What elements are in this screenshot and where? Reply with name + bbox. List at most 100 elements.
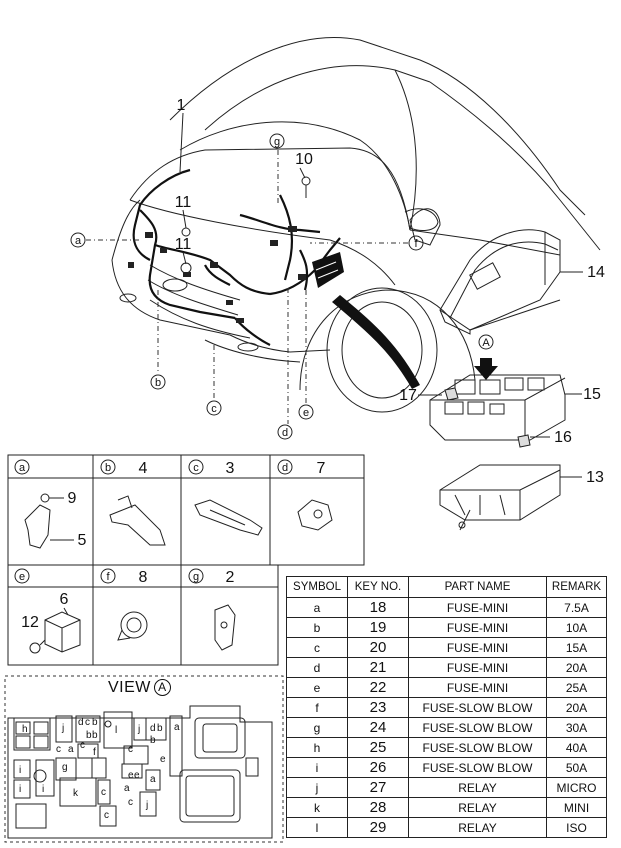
harness-connectors: [128, 226, 306, 323]
svg-text:5: 5: [78, 532, 87, 549]
svg-text:a: a: [174, 722, 180, 733]
remark-cell: MICRO: [546, 777, 607, 798]
callout-11b: 11: [175, 236, 192, 253]
key-no-cell: 22: [347, 677, 409, 698]
pointer-arrow: [332, 295, 420, 389]
symbol-cell: g: [286, 717, 348, 738]
view-a-circle: A: [153, 679, 171, 696]
key-no-cell: 26: [347, 757, 409, 778]
svg-text:i: i: [42, 784, 44, 795]
svg-text:a: a: [19, 462, 26, 474]
svg-text:c: c: [128, 797, 133, 808]
symbol-cell: l: [286, 817, 348, 838]
key-no-cell: 18: [347, 597, 409, 618]
svg-text:i: i: [19, 765, 21, 776]
svg-text:A: A: [482, 337, 490, 349]
part-name-cell: RELAY: [408, 797, 547, 818]
svg-text:g: g: [193, 571, 199, 583]
remark-cell: 25A: [546, 677, 607, 698]
remark-cell: 15A: [546, 637, 607, 658]
svg-text:4: 4: [139, 460, 148, 477]
svg-text:c: c: [211, 403, 217, 415]
key-no-cell: 28: [347, 797, 409, 818]
remark-cell: 7.5A: [546, 597, 607, 618]
part-name-cell: RELAY: [408, 777, 547, 798]
svg-text:k: k: [73, 788, 79, 799]
key-no-cell: 25: [347, 737, 409, 758]
remark-cell: 20A: [546, 657, 607, 678]
symbol-cell: i: [286, 757, 348, 778]
svg-text:j: j: [137, 724, 140, 735]
remark-cell: 40A: [546, 737, 607, 758]
svg-text:a: a: [124, 783, 130, 794]
part-name-cell: FUSE-MINI: [408, 677, 547, 698]
parts-table-header: SYMBOL KEY NO. PART NAME REMARK: [286, 576, 607, 598]
symbol-cell: d: [286, 657, 348, 678]
key-no-cell: 24: [347, 717, 409, 738]
remark-cell: ISO: [546, 817, 607, 838]
svg-text:e: e: [128, 770, 134, 781]
svg-text:d: d: [78, 717, 84, 728]
fuse-box-body: [429, 374, 582, 441]
callout-16: 16: [554, 429, 572, 446]
svg-text:f: f: [106, 571, 110, 583]
svg-text:c: c: [128, 744, 133, 755]
svg-text:c: c: [101, 787, 106, 798]
svg-text:l: l: [115, 725, 117, 736]
symbol-cell: f: [286, 697, 348, 718]
key-no-cell: 19: [347, 617, 409, 638]
svg-text:e: e: [134, 770, 140, 781]
leader-lines: [86, 112, 408, 424]
svg-text:d: d: [150, 723, 156, 734]
svg-text:c: c: [85, 717, 90, 728]
symbol-cell: b: [286, 617, 348, 638]
svg-text:i: i: [19, 784, 21, 795]
callout-10: 10: [295, 151, 313, 168]
key-no-cell: 21: [347, 657, 409, 678]
part-name-cell: FUSE-MINI: [408, 617, 547, 638]
fuse-box-tray: [439, 464, 582, 531]
callout-1: 1: [177, 97, 186, 114]
svg-text:a: a: [75, 235, 82, 247]
part-name-cell: FUSE-MINI: [408, 597, 547, 618]
clip-icons: [418, 387, 550, 448]
svg-text:b: b: [86, 730, 92, 741]
view-a-frame: [4, 675, 284, 843]
remark-cell: 10A: [546, 617, 607, 638]
symbol-cell: c: [286, 637, 348, 658]
svg-text:j: j: [145, 800, 148, 811]
svg-text:a: a: [68, 744, 74, 755]
part-name-cell: FUSE-MINI: [408, 637, 547, 658]
svg-text:g: g: [62, 762, 68, 773]
header-remark: REMARK: [546, 576, 607, 598]
svg-text:f: f: [93, 747, 96, 758]
fuse-box-cover: [439, 229, 583, 335]
symbol-cell: h: [286, 737, 348, 758]
symbol-cell: e: [286, 677, 348, 698]
callout-labels: 1 10 11 11 14 15 16 17 13: [175, 97, 605, 486]
view-a-slot-labels: h j d c b b l j d b c a f c b b c a g e …: [19, 717, 180, 821]
detail-headers: a b 4 c 3 d 7 e f 8 g 2 9 5 6 12: [14, 459, 326, 631]
svg-text:b: b: [150, 735, 156, 746]
svg-text:c: c: [80, 740, 85, 751]
svg-text:9: 9: [68, 490, 77, 507]
callout-14: 14: [587, 264, 605, 281]
view-a-title-text: VIEW: [108, 679, 151, 696]
header-symbol: SYMBOL: [286, 576, 348, 598]
svg-text:7: 7: [317, 460, 326, 477]
part-name-cell: FUSE-SLOW BLOW: [408, 737, 547, 758]
callout-11a: 11: [175, 194, 192, 211]
key-no-cell: 20: [347, 637, 409, 658]
